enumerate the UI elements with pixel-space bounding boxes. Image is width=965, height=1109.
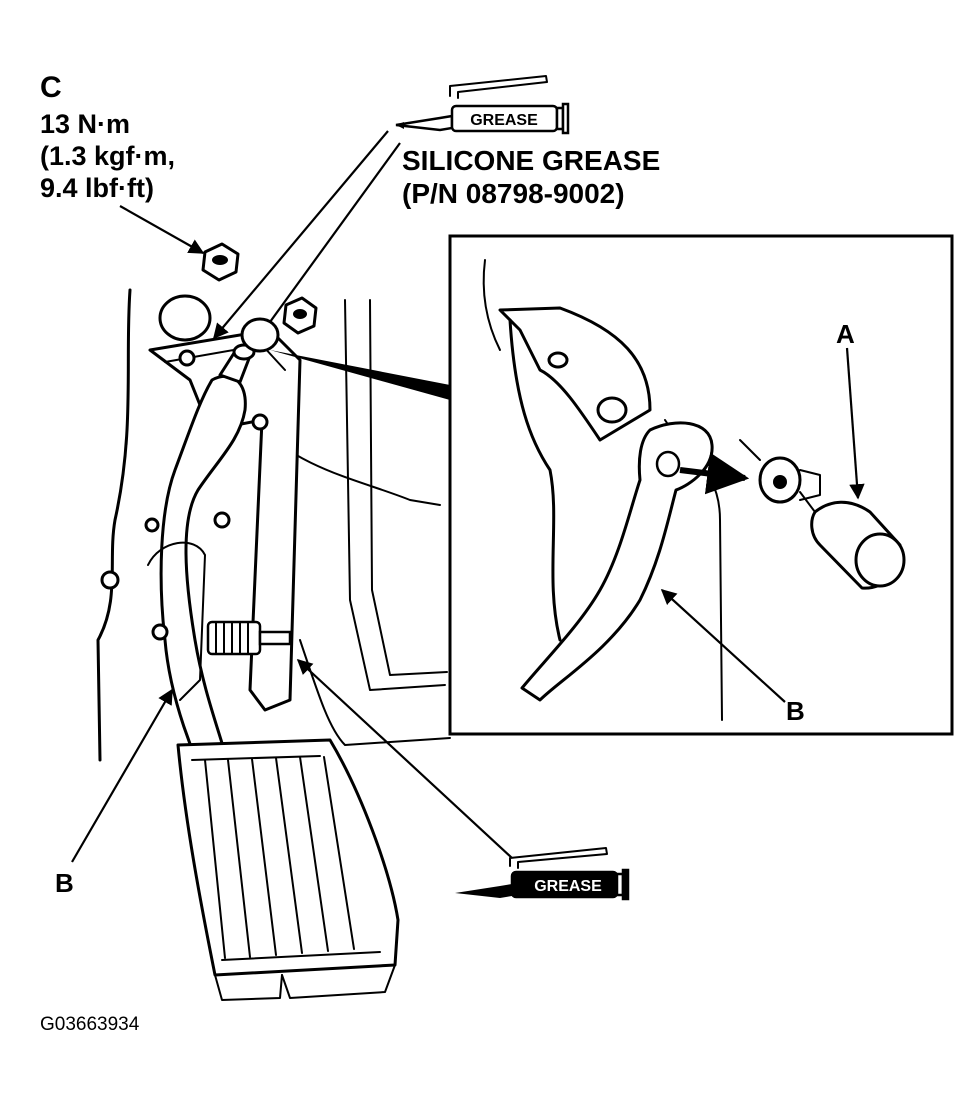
- return-spring: [206, 620, 292, 656]
- detail-bushing: [739, 439, 821, 504]
- grease-top-leader-1: [213, 130, 389, 340]
- body-stud-1: [100, 570, 120, 590]
- nut-c-1: [201, 242, 240, 282]
- detail-removal-arrow: [679, 452, 750, 495]
- bracket-stud-1: [178, 349, 196, 367]
- bushing-cap-1: [158, 294, 212, 342]
- callout-b-main-leader: [71, 688, 173, 863]
- body-panel-edge: [344, 299, 446, 691]
- grease-tube-top-icon: GREASE: [395, 75, 570, 135]
- grease-tube-top-label: GREASE: [470, 112, 538, 129]
- silicone-grease-part-number: (P/N 08798-9002): [402, 178, 625, 209]
- floor-contour: [299, 639, 451, 746]
- body-panel-left: [96, 288, 132, 762]
- torque-lbfft: 9.4 lbf·ft): [40, 173, 154, 203]
- body-panel-edge-2: [369, 299, 448, 676]
- grease-top-leader-2: [245, 142, 401, 357]
- pedal-pad: [176, 738, 400, 1001]
- torque-spec: C 13 N·m (1.3 kgf·m, 9.4 lbf·ft): [40, 71, 175, 203]
- detail-zoom-wedge: [270, 350, 450, 400]
- detail-bracket: [498, 306, 652, 442]
- bracket-stud-3: [213, 511, 231, 529]
- grease-bottom-leader: [296, 658, 513, 859]
- callout-a-label: A: [836, 319, 855, 349]
- body-stud-2: [151, 623, 169, 641]
- detail-cap-a: [799, 491, 906, 590]
- callout-b-detail-label: B: [786, 696, 805, 726]
- detail-pivot-pin: [596, 396, 628, 424]
- grease-tube-bottom-label: GREASE: [534, 878, 602, 895]
- silicone-grease-title: SILICONE GREASE: [402, 145, 660, 176]
- wire-clip: [147, 541, 206, 701]
- detail-frame: [448, 234, 954, 736]
- callout-c-label: C: [40, 71, 62, 104]
- callout-b-main-label: B: [55, 868, 74, 898]
- figure-id: G03663934: [40, 1014, 140, 1035]
- torque-leader-arrow: [119, 205, 205, 254]
- callout-b-detail-leader: [660, 588, 786, 703]
- body-stud-3: [144, 517, 160, 533]
- main-pedal-assembly: [96, 242, 451, 1001]
- torque-nm: 13 N·m: [40, 109, 130, 139]
- grease-tube-bottom-icon: GREASE: [455, 847, 630, 901]
- detail-panel-curve: [482, 259, 501, 351]
- callout-a-leader: [845, 347, 865, 500]
- detail-bracket-left-edge: [508, 318, 562, 642]
- bracket-stud-2: [251, 413, 269, 431]
- detail-inset: [448, 234, 954, 736]
- detail-stud: [547, 351, 569, 369]
- bushing-cap-2: [240, 317, 280, 353]
- torque-kgfm: (1.3 kgf·m,: [40, 141, 175, 171]
- nut-c-2: [282, 296, 318, 335]
